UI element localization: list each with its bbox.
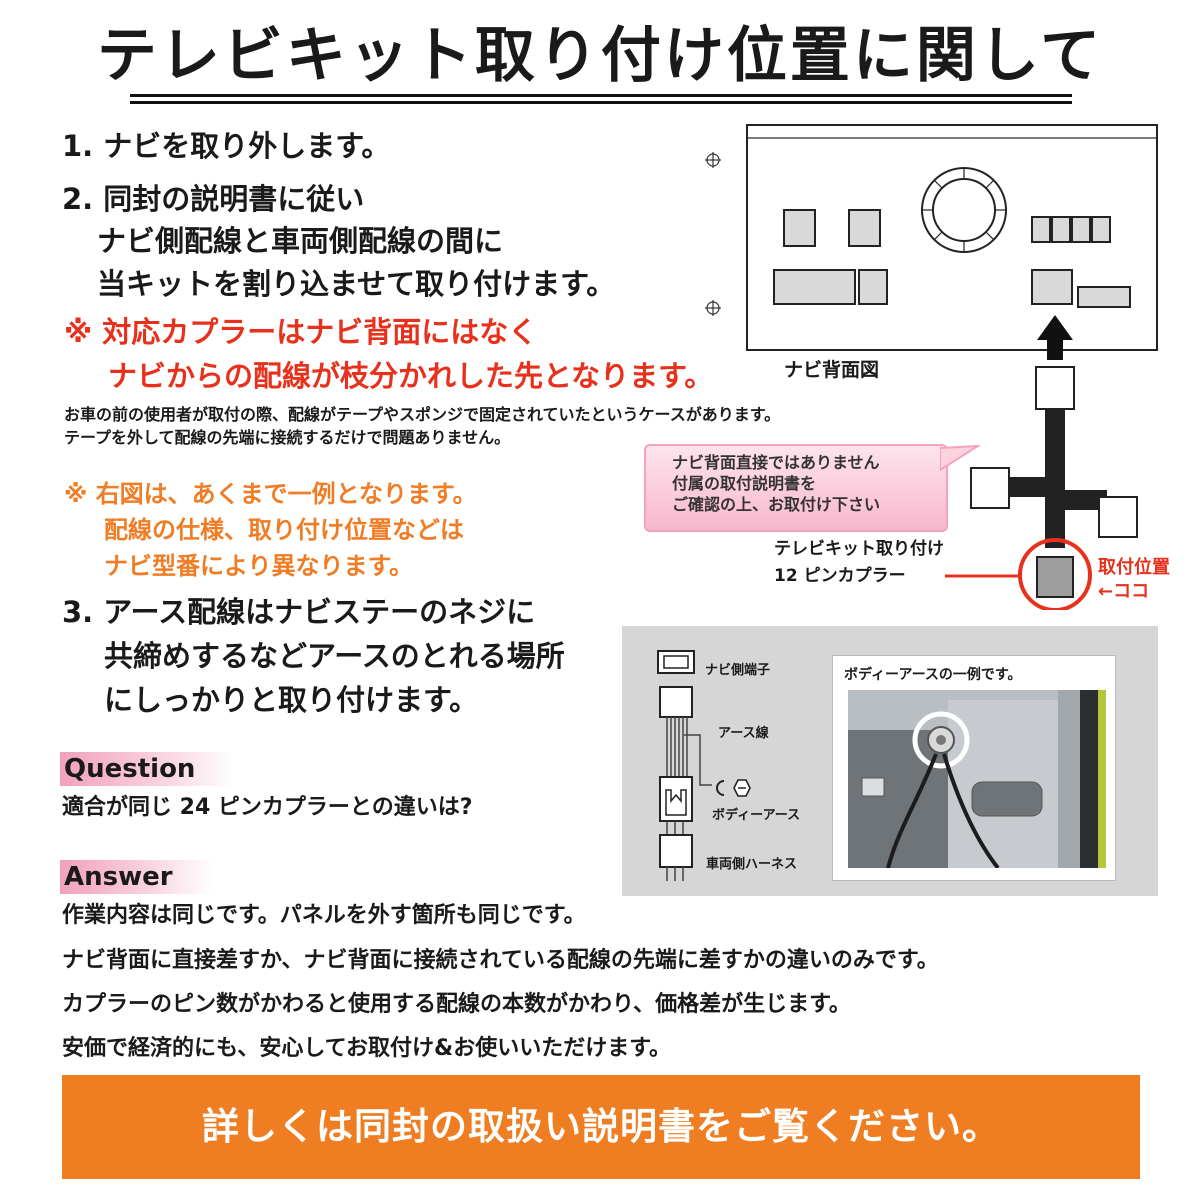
callout-line-1: ナビ背面直接ではありません: [672, 453, 880, 472]
coupler-label: テレビキット取り付け 12 ピンカプラー: [774, 536, 944, 590]
title-rule-bottom: [130, 101, 1072, 104]
navi-back-diagram: [705, 124, 1158, 610]
bottom-banner: 詳しくは同封の取扱い説明書をご覧ください。: [62, 1075, 1140, 1179]
step-1: 1. ナビを取り外します。: [62, 129, 391, 163]
navi-back-label: ナビ背面図: [784, 359, 880, 381]
callout-text: ナビ背面直接ではありません 付属の取付説明書を ご確認の上、お取付け下さい: [672, 452, 880, 515]
answer-line-1: 作業内容は同じです。パネルを外す箇所も同じです。: [62, 903, 586, 928]
step-3-line-1: 3. アース配線はナビステーのネジに: [62, 595, 536, 629]
note-line-1: お車の前の使用者が取付の際、配線がテープやスポンジで固定されていたというケースが…: [64, 405, 781, 424]
answer-heading: Answer: [60, 860, 213, 894]
photo-caption: ボディーアースの一例です。: [844, 667, 1022, 683]
body-ground-label: ボディーアース: [712, 808, 801, 823]
answer-line-3: カプラーのピン数がかわると使用する配線の本数がかわり、価格差が生じます。: [62, 992, 851, 1017]
crosshair-icon: [705, 152, 721, 316]
step-2-line-1: 2. 同封の説明書に従い: [62, 182, 365, 216]
callout-box: [644, 444, 948, 532]
body-ground-photo: [848, 690, 1106, 868]
question-text: 適合が同じ 24 ピンカプラーとの違いは?: [62, 795, 473, 820]
answer-line-4: 安価で経済的にも、安心してお取付け&お使いいただけます。: [62, 1036, 672, 1061]
title-rule-top: [130, 94, 1072, 97]
coupler-label-line-1: テレビキット取り付け: [774, 539, 944, 559]
step-3-line-2: 共締めするなどアースのとれる場所: [104, 639, 565, 673]
callout-pointer-icon: [940, 444, 980, 472]
install-position-line-1: 取付位置: [1098, 557, 1170, 578]
ground-wire-label: アース線: [718, 726, 769, 741]
callout-line-3: ご確認の上、お取付け下さい: [672, 495, 881, 514]
example-note-line-2: 配線の仕様、取り付け位置などは: [104, 516, 464, 544]
step-2-line-3: 当キットを割り込ませて取り付けます。: [97, 267, 616, 301]
ground-wiring-diagram: [657, 650, 712, 881]
example-note-line-3: ナビ型番により異なります。: [104, 552, 414, 580]
answer-line-2: ナビ背面に直接差すか、ナビ背面に接続されている配線の先端に差すかの違いのみです。: [62, 948, 939, 973]
step-3-line-3: にしっかりと取り付けます。: [104, 683, 479, 717]
vehicle-harness-label: 車両側ハーネス: [706, 857, 798, 872]
navi-terminal-label: ナビ側端子: [705, 663, 771, 678]
warning-line-1: ※ 対応カプラーはナビ背面にはなく: [64, 315, 538, 349]
example-note-line-1: ※ 右図は、あくまで一例となります。: [64, 480, 477, 508]
question-heading: Question: [60, 752, 236, 786]
ring-terminal-icon: [716, 779, 751, 797]
install-position-line-2: ←ココ: [1098, 581, 1150, 602]
note-line-2: テープを外して配線の先端に接続するだけで問題ありません。: [64, 428, 511, 447]
coupler-label-line-2: 12 ピンカプラー: [774, 566, 906, 586]
callout-line-2: 付属の取付説明書を: [672, 474, 817, 493]
install-position-label: 取付位置 ←ココ: [1098, 556, 1170, 604]
page-title: テレビキット取り付け位置に関して: [96, 21, 1104, 91]
warning-line-2: ナビからの配線が枝分かれした先となります。: [108, 359, 714, 393]
step-2-line-2: ナビ側配線と車両側配線の間に: [97, 224, 504, 258]
